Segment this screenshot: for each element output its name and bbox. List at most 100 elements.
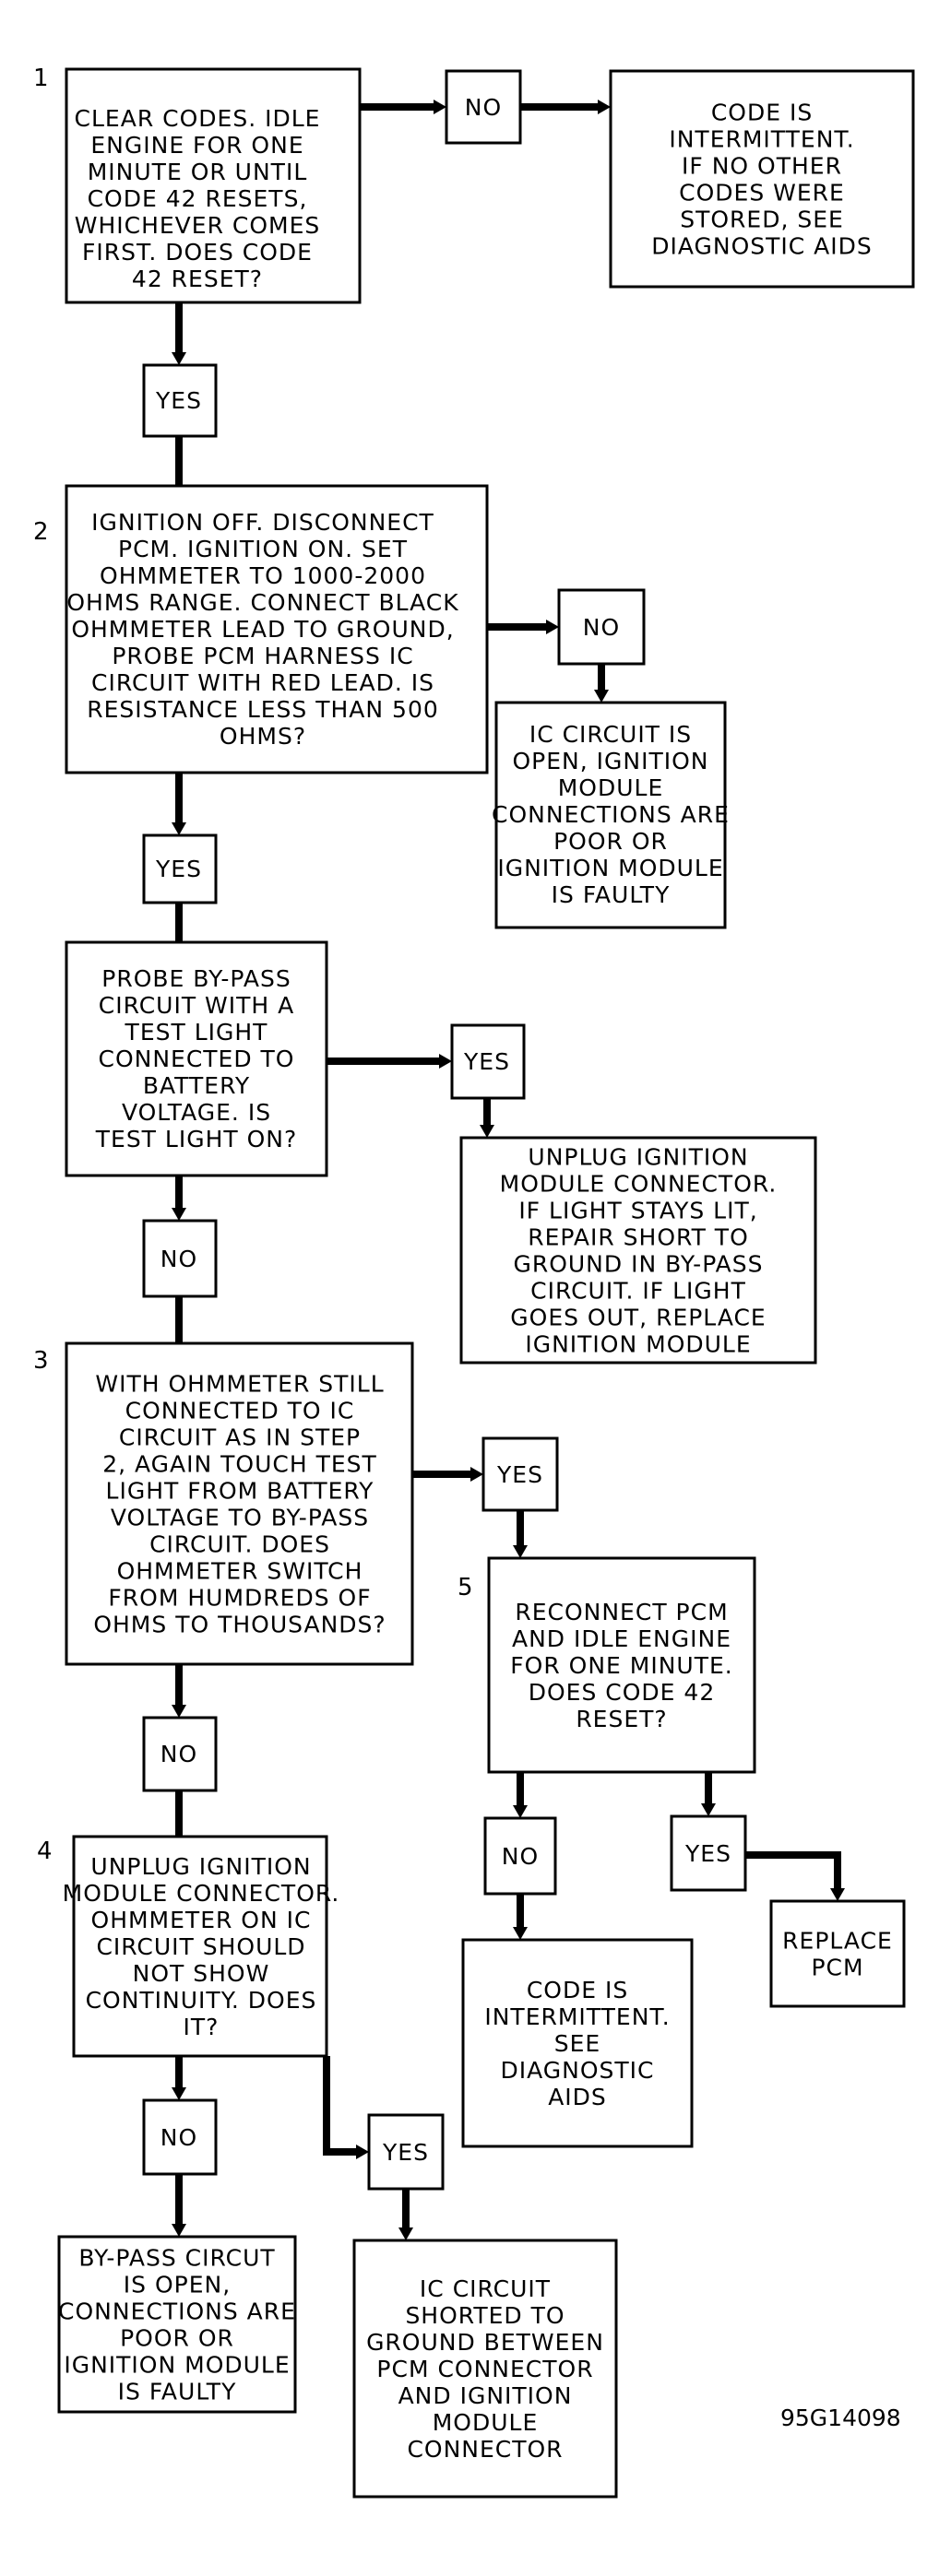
box-text: YES [684,1840,731,1867]
no-label-box: NO [142,2098,218,2176]
box-text: YES [155,387,202,414]
box-text-line: RESISTANCE LESS THAN 500 [87,696,439,723]
box-text: NO [583,614,620,641]
no-label-box: NO [557,588,646,666]
box-text-line: YES [155,856,202,882]
box-text-line: PCM CONNECTOR [376,2356,593,2382]
box-text-line: UNPLUG IGNITION [90,1853,311,1880]
no-label-box: NO [142,1219,218,1298]
box-text-line: YES [155,387,202,414]
box-text-line: MODULE CONNECTOR. [63,1880,340,1907]
box-text-line: UNPLUG IGNITION [528,1144,748,1171]
box-text: YES [155,856,202,882]
box-text-line: IC CIRCUIT IS [529,721,692,748]
box-text-line: OHMMETER TO 1000-2000 [100,562,426,589]
box-text-line: OHMMETER LEAD TO GROUND, [71,616,454,643]
box-text-line: OHMS RANGE. CONNECT BLACK [66,589,458,616]
box-text-line: IF NO OTHER [682,153,842,180]
box-text-line: 42 RESET? [132,266,263,292]
box-text-line: NO [160,1741,197,1767]
box-text-line: IC CIRCUIT [420,2275,551,2302]
box-text-line: OHMMETER ON IC [91,1907,312,1933]
box-text-line: OHMMETER SWITCH [117,1558,363,1585]
box-text-line: FOR ONE MINUTE. [510,1652,732,1679]
box-text-line: MODULE [558,774,664,801]
box-text-line: WHICHEVER COMES [75,212,321,239]
box-text-line: GROUND BETWEEN [366,2329,604,2356]
box-text: NO [465,94,502,121]
box-text-line: SEE [554,2030,600,2057]
box-text-line: FROM HUMDREDS OF [108,1585,371,1612]
box-text-line: CONNECTOR [407,2436,563,2463]
box-text-line: IGNITION MODULE [64,2352,290,2379]
box-text-line: OPEN, IGNITION [513,748,709,774]
box-text-line: IGNITION MODULE [497,855,723,881]
box-text-line: IT? [184,2014,220,2040]
box-text-line: IGNITION OFF. DISCONNECT [91,509,434,536]
box-text-line: IGNITION MODULE [525,1331,751,1358]
box-text-line: NO [160,2124,197,2151]
box-text-line: DIAGNOSTIC [500,2057,654,2084]
box-text-line: NO [160,1246,197,1272]
box-text: YES [382,2139,429,2166]
box-text-line: AND IDLE ENGINE [512,1625,731,1652]
box-text-line: CIRCUIT AS IN STEP [119,1424,361,1451]
box-text-line: IS FAULTY [552,881,671,908]
box-text-line: POOR OR [553,828,668,855]
box-text-line: NO [465,94,502,121]
box-text-line: CIRCUIT SHOULD [96,1933,305,1960]
step-label-4: 4 [37,1837,53,1865]
step-label-2: 2 [33,518,49,546]
box-text-line: VOLTAGE. IS [122,1099,271,1126]
no-label-box: NO [142,1716,218,1792]
box-text-line: MODULE CONNECTOR. [500,1171,778,1198]
box-text-line: CONNECTIONS ARE [58,2298,296,2325]
box-text-line: CONNECTED TO IC [125,1398,355,1424]
box-text-line: MINUTE OR UNTIL [88,159,308,185]
box-text-line: SHORTED TO [405,2302,565,2329]
box-text: YES [496,1461,543,1488]
box-text-line: RESET? [576,1706,667,1732]
box-text: NO [160,1741,197,1767]
yes-label-box: YES [142,363,218,438]
box-text-line: CODE IS [527,1977,628,2003]
box-text-line: DOES CODE 42 [529,1679,715,1706]
box-text-line: 2, AGAIN TOUCH TEST [102,1451,377,1478]
box-text-line: INTERMITTENT. [669,126,854,153]
step-label-5: 5 [458,1574,473,1601]
box-text-line: IS OPEN, [124,2272,231,2298]
box-text-line: CODE 42 RESETS, [88,185,308,212]
box-text-line: AND IGNITION [398,2382,573,2409]
box-text-line: YES [496,1461,543,1488]
box-text-line: GOES OUT, REPLACE [510,1305,766,1331]
box-text-line: ENGINE FOR ONE [90,132,303,159]
box-text-line: NOT SHOW [133,1960,270,1987]
yes-label-box: YES [367,2113,445,2191]
box-text-line: REPAIR SHORT TO [528,1224,749,1251]
step-label-1: 1 [33,65,49,92]
box-text-line: STORED, SEE [680,207,844,233]
box-text-line: FIRST. DOES CODE [82,239,313,266]
yes-label-box: YES [670,1814,747,1892]
box-text-line: RECONNECT PCM [515,1599,728,1625]
